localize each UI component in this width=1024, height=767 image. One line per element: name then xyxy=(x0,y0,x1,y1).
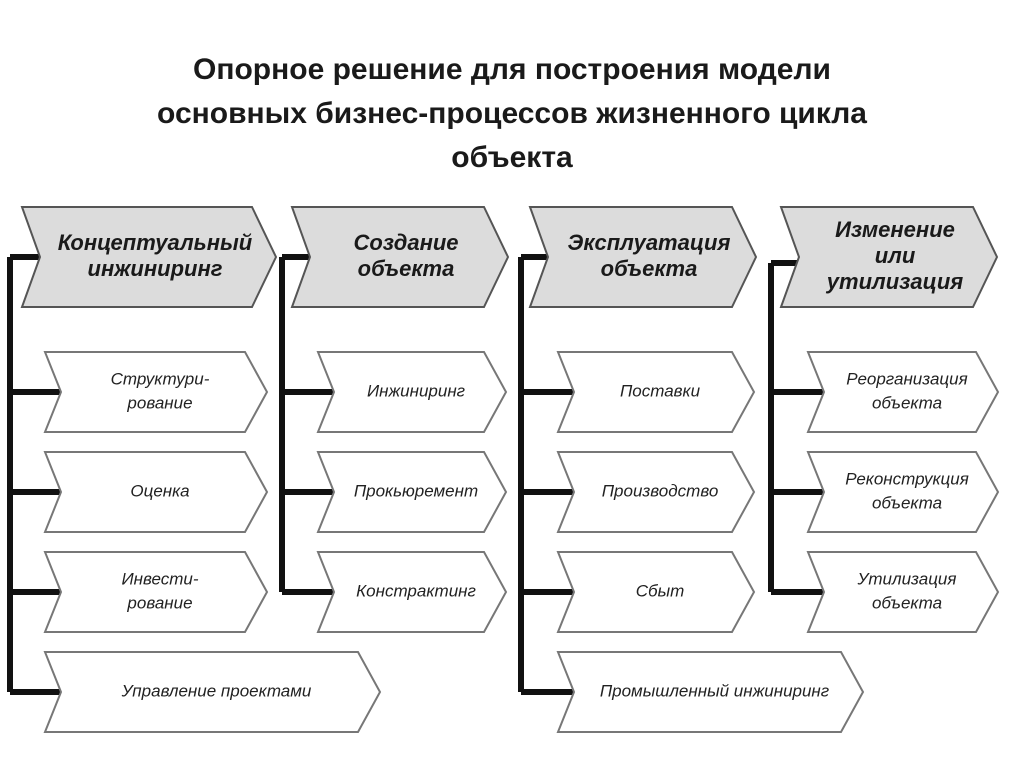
column-3-item-3-chevron xyxy=(556,551,756,633)
column-4-item-2-chevron xyxy=(806,451,1000,533)
column-2-item-2-label-line-1: Прокьюремент xyxy=(354,481,478,500)
column-1-item-1-chevron xyxy=(43,351,269,433)
column-3-item-1-label-line-1: Поставки xyxy=(620,381,701,400)
column-4-item-1-chevron xyxy=(806,351,1000,433)
column-4-header-chevron xyxy=(779,206,999,308)
page-title: Опорное решение для построения модели ос… xyxy=(0,48,1024,180)
column-3-item-2-label-line-1: Производство xyxy=(602,481,719,500)
column-4-header-label-line-2: или xyxy=(875,243,916,268)
column-4-item-2-label-line-2: объекта xyxy=(872,493,942,512)
column-4-item-3-label-line-1: Утилизация xyxy=(857,569,957,588)
column-1-item-1-label-line-1: Структури- xyxy=(111,369,210,388)
column-4-header-label-line-1: Изменение xyxy=(835,217,955,242)
column-2-item-3-chevron xyxy=(316,551,508,633)
column-2-item-2-chevron xyxy=(316,451,508,533)
column-1-item-2-label-line-1: Оценка xyxy=(130,481,189,500)
column-2-item-1-label-line-1: Инжиниринг xyxy=(367,381,465,400)
column-4-item-3-label-line-2: объекта xyxy=(872,593,942,612)
column-2-header-label-line-1: Создание xyxy=(353,230,458,255)
title-line-3: объекта xyxy=(451,141,573,174)
column-1-item-3-label-line-2: рование xyxy=(126,593,192,612)
column-1-item-3-chevron xyxy=(43,551,269,633)
column-1-item-4-chevron xyxy=(43,651,382,733)
column-1-item-4-label-line-1: Управление проектами xyxy=(121,681,312,700)
column-4-header-label-line-3: утилизация xyxy=(826,269,963,294)
title-line-1: Опорное решение для построения модели xyxy=(193,53,831,86)
column-1-item-1-label-line-2: рование xyxy=(126,393,192,412)
column-1-header-chevron xyxy=(20,206,278,308)
title-line-2: основных бизнес-процессов жизненного цик… xyxy=(157,97,867,130)
column-3-item-4-label-line-1: Промышленный инжиниринг xyxy=(600,681,829,700)
column-1-item-3-label-line-1: Инвести- xyxy=(121,569,198,588)
column-3-item-1-chevron xyxy=(556,351,756,433)
column-1-item-2-chevron xyxy=(43,451,269,533)
column-4-item-2-label-line-1: Реконструкция xyxy=(845,469,969,488)
column-4-item-1-label-line-1: Реорганизация xyxy=(846,369,967,388)
column-3-header-label-line-2: объекта xyxy=(601,256,698,281)
column-3-item-2-chevron xyxy=(556,451,756,533)
column-2-header-chevron xyxy=(290,206,510,308)
column-2-header-label-line-2: объекта xyxy=(358,256,455,281)
column-4-item-3-chevron xyxy=(806,551,1000,633)
column-3-item-4-chevron xyxy=(556,651,865,733)
column-4-item-1-label-line-2: объекта xyxy=(872,393,942,412)
column-3-header-chevron xyxy=(528,206,758,308)
column-1-header-label-line-1: Концептуальный xyxy=(58,230,253,255)
column-1-header-label-line-2: инжиниринг xyxy=(88,256,223,281)
column-2-item-1-chevron xyxy=(316,351,508,433)
column-3-header-label-line-1: Эксплуатация xyxy=(568,230,731,255)
column-3-item-3-label-line-1: Сбыт xyxy=(636,581,685,600)
column-2-item-3-label-line-1: Констрактинг xyxy=(356,581,476,600)
